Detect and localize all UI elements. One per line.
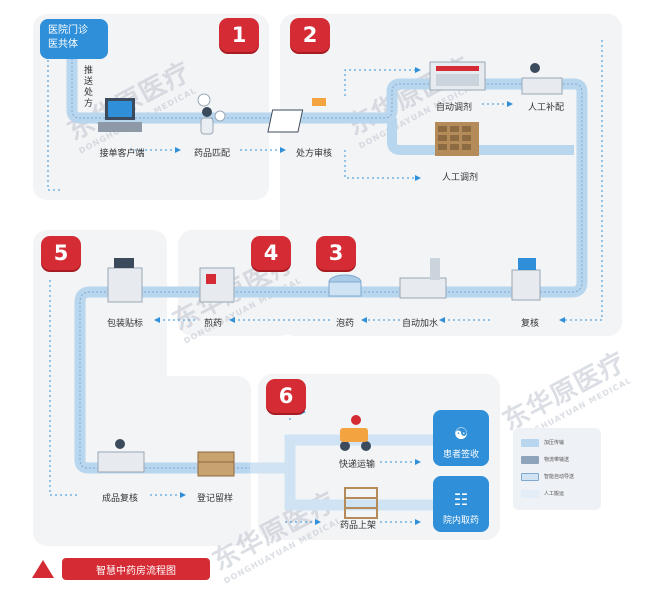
stage-badge-5: 5 (41, 236, 81, 270)
step-express: 快递运输 (338, 460, 376, 470)
start-hospital-box: 医院门诊 医共体 (40, 19, 108, 59)
step-review: 处方审核 (295, 149, 333, 159)
step-manual-dispense: 人工调剂 (441, 173, 479, 183)
stage-badge-4: 4 (251, 236, 291, 270)
dest-patient-receive-label: 患者签收 (442, 450, 479, 460)
manual-replenish-desk-icon (521, 63, 563, 95)
water-machine-icon (399, 258, 447, 299)
step-recheck: 复核 (520, 319, 540, 329)
review-document-icon (267, 98, 326, 133)
start-line-1: 医院门诊 (48, 25, 88, 36)
step-final-check: 成品复核 (101, 494, 139, 504)
step-package: 包装贴标 (106, 319, 144, 329)
soak-tank-icon (328, 274, 362, 297)
dest-patient-receive: ☯ 患者签收 (433, 410, 489, 466)
medicine-cabinet-icon (435, 122, 479, 156)
step-match: 药品匹配 (193, 149, 231, 159)
conveyor-belt-branch (387, 118, 574, 155)
title-triangle-icon (32, 560, 54, 578)
stage-badge-6: 6 (266, 379, 306, 413)
pharmacist-icon (197, 93, 226, 135)
stage-badge-2: 2 (290, 18, 330, 52)
shelf-icon (344, 487, 378, 519)
dest-pickup-label: 院内取药 (442, 516, 479, 526)
conveyor-belt-shelf (284, 468, 440, 511)
legend-item: 加压传输 (521, 434, 595, 451)
step-register: 登记留样 (196, 494, 234, 504)
diagram-title: 智慧中药房流程图 (62, 558, 210, 580)
pharmacy-counter-icon: ☷ (453, 490, 469, 509)
recheck-station-icon (511, 258, 541, 301)
step-shelf: 药品上架 (339, 521, 377, 531)
dest-pickup: ☷ 院内取药 (433, 476, 489, 532)
step-decoct: 煎药 (203, 319, 223, 329)
start-line-2: 医共体 (48, 39, 78, 50)
step-client: 接单客户端 (99, 149, 145, 159)
push-prescription-label: 推送处方 (84, 66, 94, 109)
step-manual-replenish: 人工补配 (527, 103, 565, 113)
sample-box-icon (197, 451, 235, 477)
decoction-machine-icon (199, 267, 235, 303)
final-check-desk-icon (97, 439, 145, 473)
step-soak: 泡药 (335, 319, 355, 329)
delivery-scooter-icon (340, 415, 371, 451)
handshake-icon: ☯ (453, 424, 469, 443)
auto-dispense-machine-icon (429, 61, 486, 91)
legend-item: 物流带输送 (521, 451, 595, 468)
client-terminal-icon (98, 98, 142, 132)
packaging-machine-icon (107, 258, 143, 303)
stage-badge-3: 3 (316, 236, 356, 270)
legend: 加压传输 物流带输送 智能自动导送 人工搬运 (513, 428, 601, 510)
step-auto-water: 自动加水 (401, 319, 439, 329)
step-auto-dispense: 自动调剂 (435, 103, 473, 113)
legend-item: 人工搬运 (521, 485, 595, 502)
stage-badge-1: 1 (219, 18, 259, 52)
legend-item: 智能自动导送 (521, 468, 595, 485)
